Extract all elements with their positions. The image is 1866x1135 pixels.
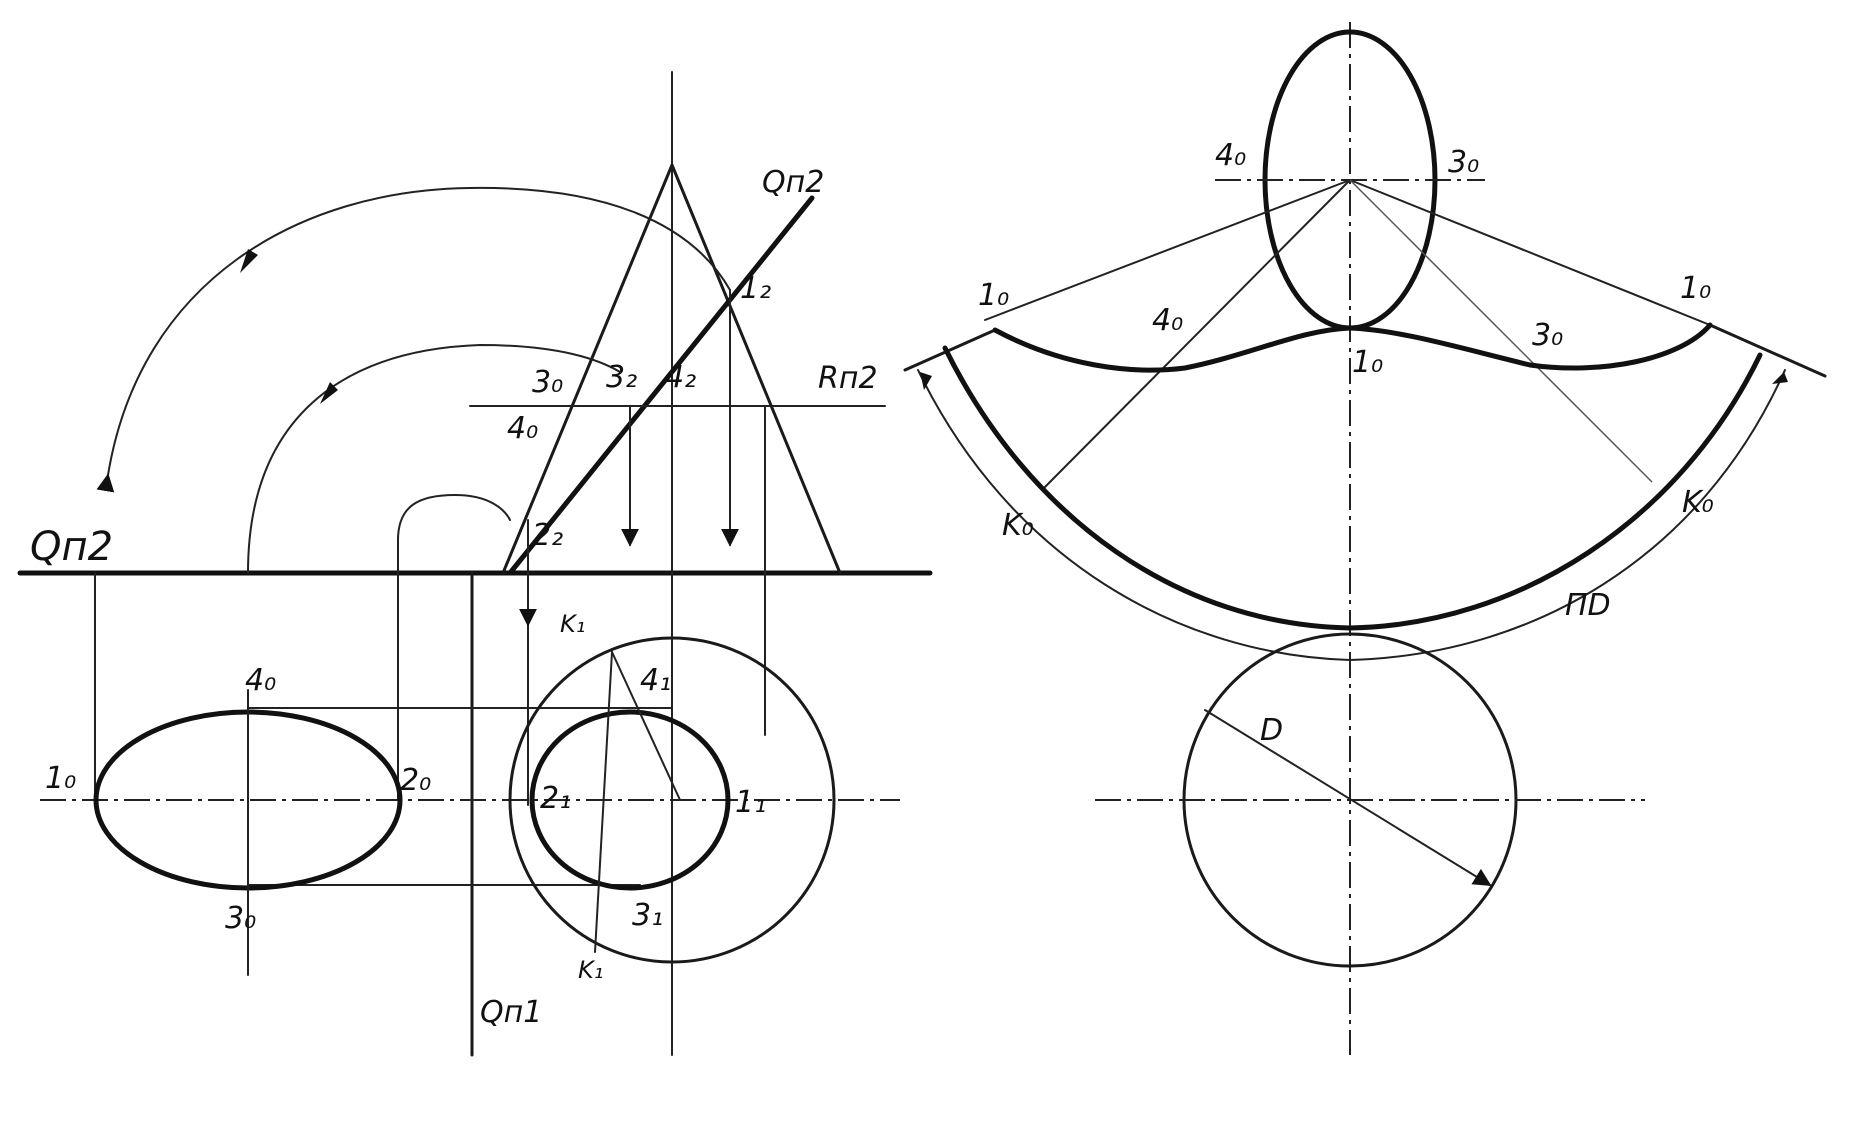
rotation-arc-medium <box>247 343 621 574</box>
label-2-2: 2₂ <box>532 518 563 553</box>
dim-arrow-left <box>920 372 932 390</box>
rotation-arc-large <box>96 186 731 493</box>
ray-k0-left <box>1041 179 1351 491</box>
label-r-3-0: 3₀ <box>1448 145 1479 180</box>
k1-line <box>594 651 613 953</box>
label-2-1: 2₁ <box>540 781 571 816</box>
dev-section-curve <box>992 322 1713 373</box>
ray-left-1 <box>984 179 1351 321</box>
label-e-2-0: 2₀ <box>400 763 431 798</box>
label-e-1-0: 1₀ <box>45 761 76 796</box>
label-4-1: 4₁ <box>640 663 671 698</box>
label-dev-1-0-center: 1₀ <box>1352 345 1383 380</box>
cone-outline <box>501 163 842 575</box>
label-q-pi2-top: Qп2 <box>762 165 824 200</box>
rotation-arrow-medium <box>320 382 338 404</box>
label-3-0-front: 3₀ <box>532 365 563 400</box>
cone-base-circle <box>508 636 836 964</box>
label-q-pi2-left: Qп2 <box>30 524 113 570</box>
rotation-arc-small <box>397 493 511 574</box>
label-k0-right: K₀ <box>1682 485 1714 520</box>
dev-bottom-arc <box>942 345 1763 631</box>
label-e-3-0: 3₀ <box>225 901 256 936</box>
q-plane-front <box>507 195 815 576</box>
right-view: 4₀ 3₀ 1₀ 1₀ 4₀ 3₀ 1₀ K₀ K₀ ПD D <box>903 22 1827 1055</box>
label-e-4-0: 4₀ <box>245 663 276 698</box>
label-k1-top: K₁ <box>560 610 585 638</box>
label-q-pi1: Qп1 <box>480 995 542 1030</box>
dev-edge-right <box>1708 323 1827 378</box>
dim-arc-pd <box>917 369 1786 662</box>
dim-arrow-right <box>1772 372 1788 384</box>
label-k1-bottom: K₁ <box>578 956 603 984</box>
label-r-pi2: Rп2 <box>818 361 878 396</box>
label-d: D <box>1260 713 1283 748</box>
label-k0-left: K₀ <box>1002 508 1034 543</box>
label-1-2: 1₂ <box>740 271 771 306</box>
label-dev-3-0: 3₀ <box>1532 318 1563 353</box>
left-view: Qп2 Qп2 Qп1 Rп2 1₂ 2₂ 3₂ 4₂ 3₀ 4₀ K₁ K₁ … <box>17 71 933 1057</box>
label-3-1: 3₁ <box>632 898 663 933</box>
dev-edge-left <box>903 328 997 372</box>
label-4-2: 4₂ <box>665 360 696 395</box>
label-1-1: 1₁ <box>735 785 766 820</box>
ray-k0-right <box>1349 179 1653 483</box>
diameter-line <box>1204 709 1492 886</box>
label-r-4-0: 4₀ <box>1215 138 1246 173</box>
label-dev-4-0: 4₀ <box>1152 303 1183 338</box>
section-projection <box>529 709 731 891</box>
ray-right-1 <box>1349 179 1711 326</box>
label-pi-d: ПD <box>1565 588 1611 623</box>
label-dev-1-0-left: 1₀ <box>978 278 1009 313</box>
label-3-2: 3₂ <box>606 360 637 395</box>
label-dev-1-0-right: 1₀ <box>1680 271 1711 306</box>
k1-line-2 <box>611 651 681 801</box>
label-4-0-front: 4₀ <box>507 411 538 446</box>
rotation-arrow-large <box>240 249 258 273</box>
